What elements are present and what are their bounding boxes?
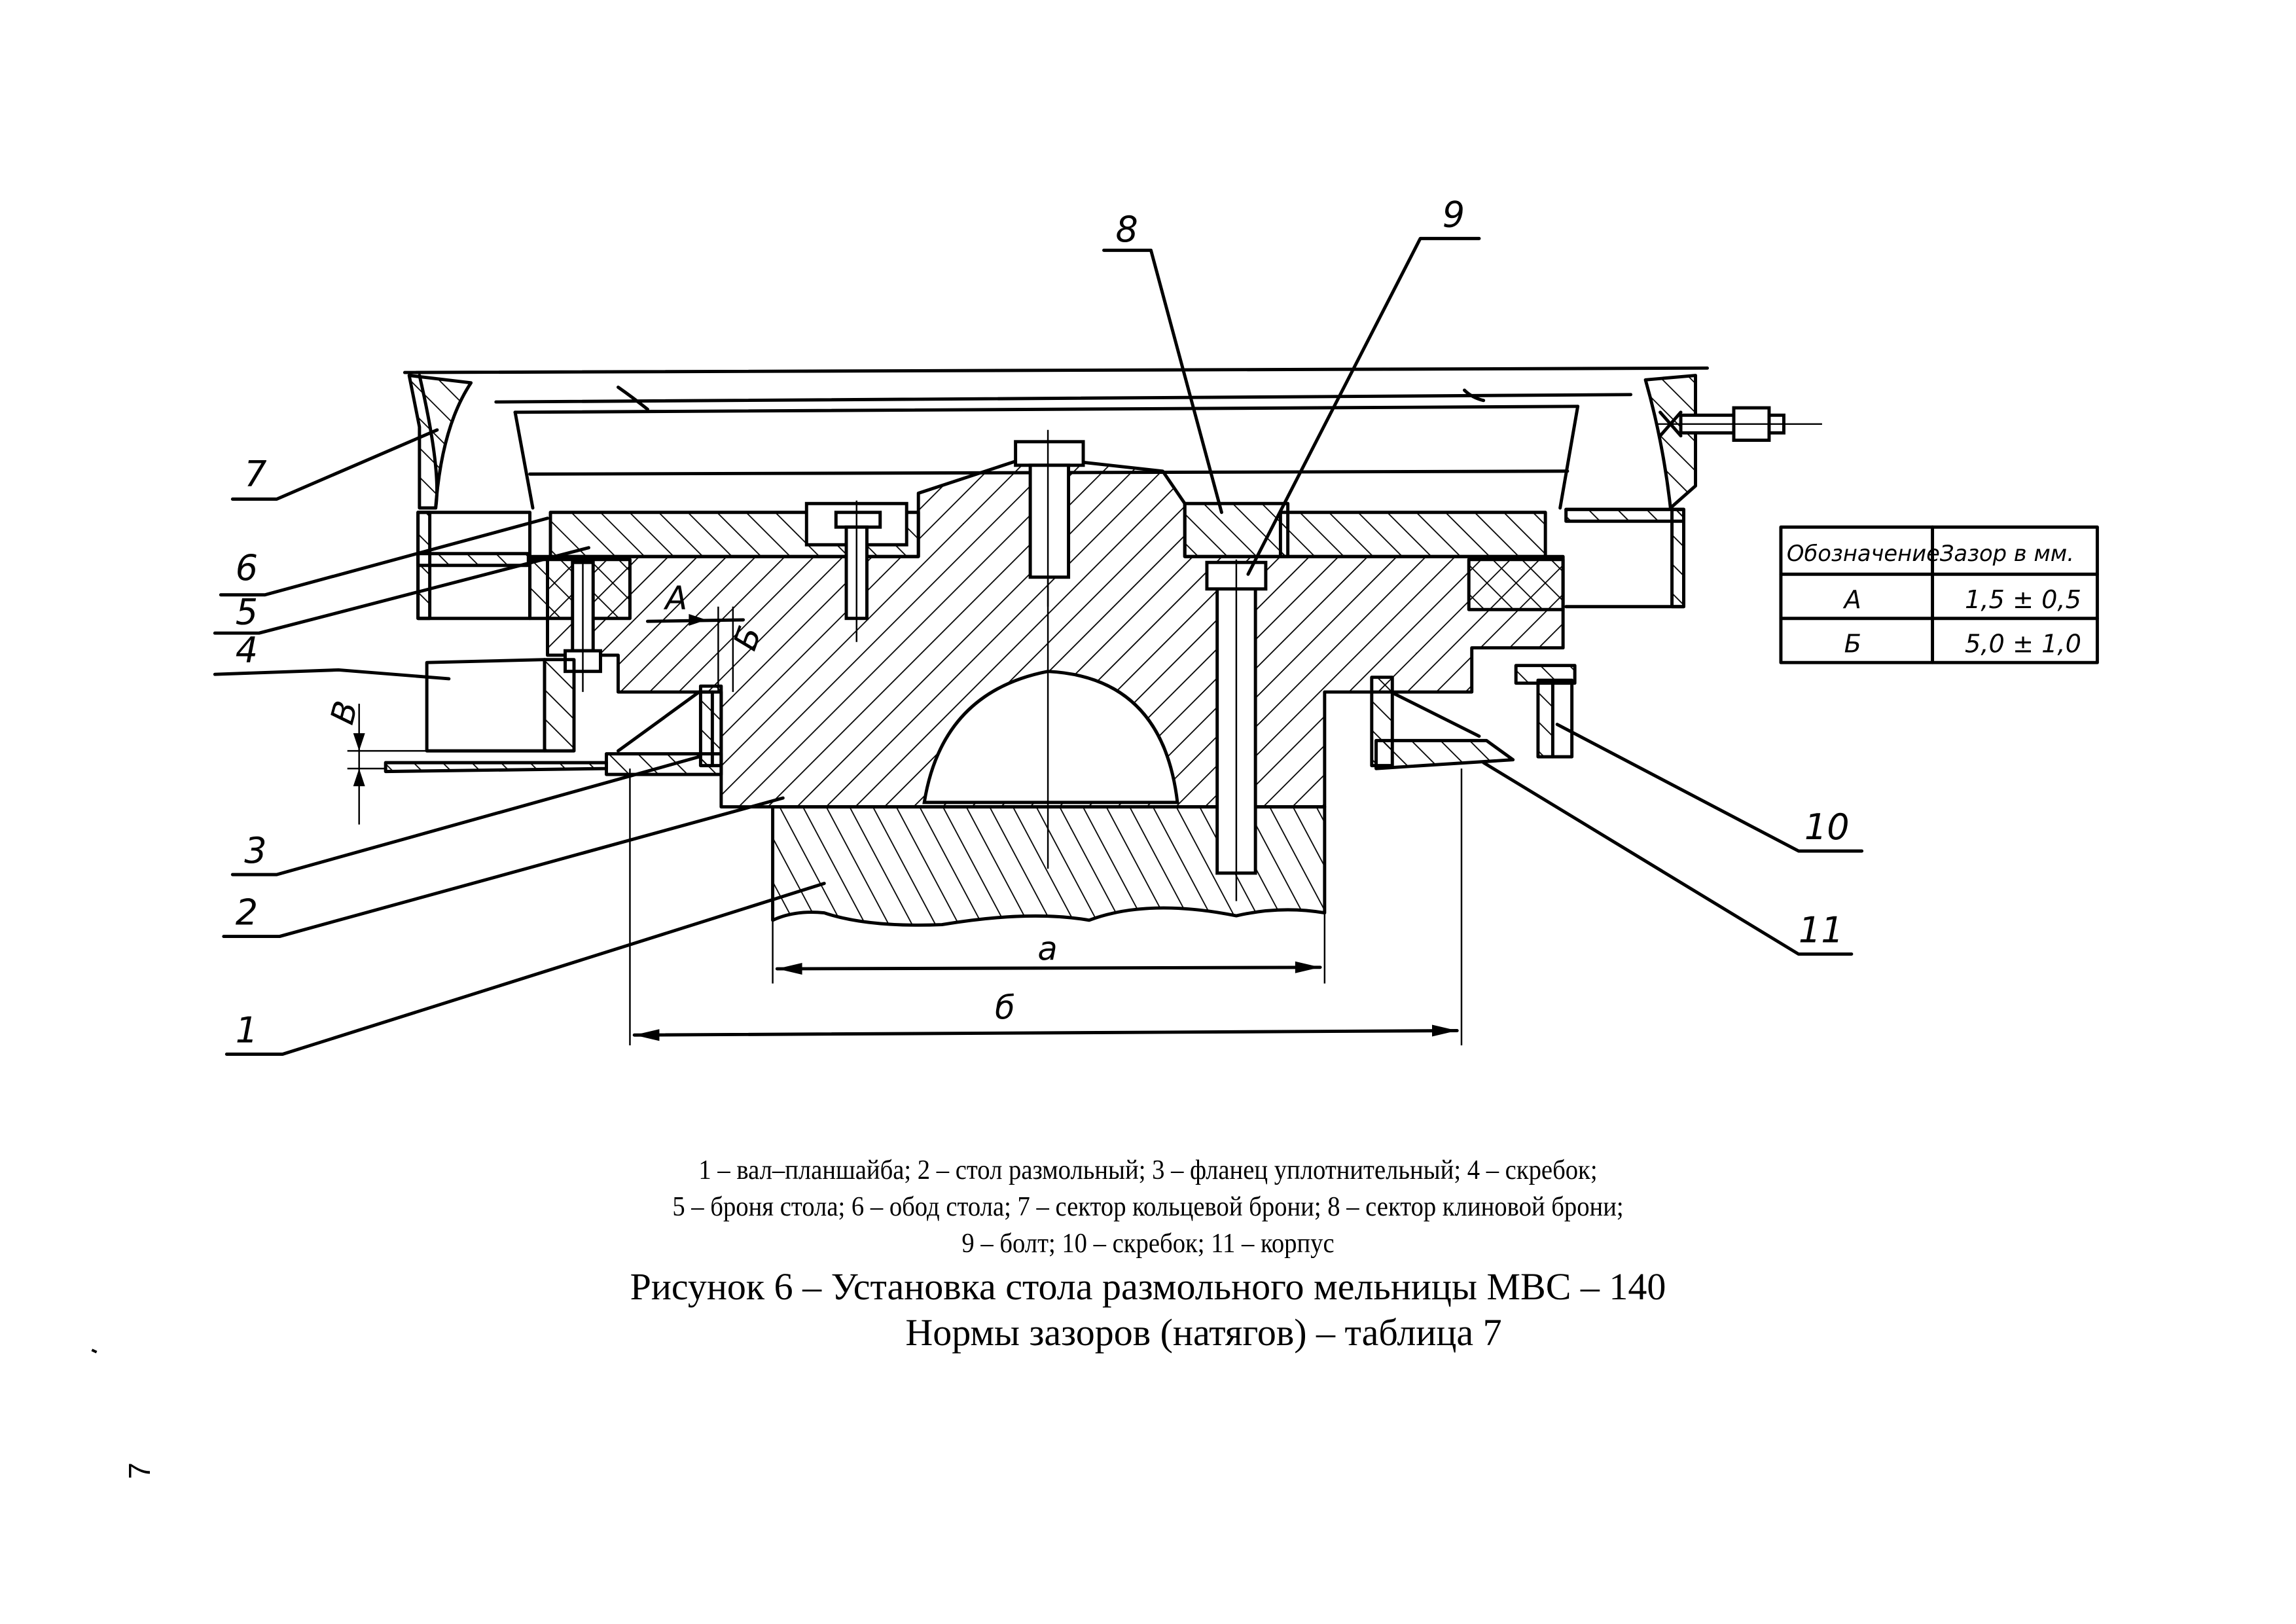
callout-3: 3 [230, 755, 701, 876]
callout-9: 9 [1246, 194, 1481, 576]
armor-bolt-left [564, 559, 602, 693]
callout-11: 11 [1482, 761, 1854, 956]
callout-6-label: 6 [236, 547, 258, 588]
dimension-a: а [772, 883, 1326, 984]
dimension-b: б [629, 768, 1463, 1046]
gap-table-row-designation: Б [1844, 630, 1861, 659]
callout-5: 5 [213, 546, 590, 635]
callout-10-label: 10 [1804, 806, 1850, 848]
dimension-b-label: б [995, 989, 1015, 1027]
gap-A-label: А [663, 579, 687, 617]
callout-4-label: 4 [236, 630, 258, 671]
callout-7: 7 [230, 428, 439, 501]
gap-table-row-gap: 1,5 ± 0,5 [1965, 586, 2081, 615]
sealing-flange [384, 676, 1515, 776]
dimension-gap-A: А Б [645, 579, 769, 693]
figure-title: Рисунок 6 – Установка стола размольного … [630, 1265, 1666, 1308]
centre-bolt [1014, 429, 1085, 607]
callout-11-label: 11 [1799, 910, 1844, 951]
callout-7-label: 7 [244, 453, 266, 494]
legend-line: 9 – болт; 10 – скребок; 11 – корпус [961, 1229, 1335, 1259]
figure-legend: 1 – вал–планшайба; 2 – стол размольный; … [0, 1152, 2296, 1262]
shaft-faceplate [771, 441, 1327, 927]
gap-table: Обозначение Зазор в мм. А 1,5 ± 0,5 Б 5,… [1779, 525, 2099, 664]
callout-3-label: 3 [244, 830, 266, 871]
callout-8: 8 [1102, 209, 1223, 514]
dimension-gap-V: В [323, 697, 427, 825]
dimension-a-label: а [1037, 930, 1057, 968]
callout-1: 1 [224, 882, 826, 1056]
page-number: 7 [122, 1462, 156, 1479]
figure-subtitle: Нормы зазоров (натягов) – таблица 7 [905, 1311, 1502, 1354]
gap-table-header-gap: Зазор в мм. [1940, 541, 2074, 566]
gap-table-row-designation: А [1842, 586, 1861, 615]
scraper-right [1514, 664, 1577, 759]
callout-2-label: 2 [236, 892, 258, 933]
armor-bolt-mid [804, 500, 908, 642]
callout-2: 2 [222, 796, 785, 939]
table-bolt [1205, 559, 1268, 901]
gap-table-header-designation: Обозначение [1787, 541, 1940, 566]
rim-adjusting-bolt [1655, 406, 1822, 442]
callout-1-label: 1 [236, 1010, 258, 1051]
gap-V-label: В [323, 697, 365, 729]
gap-table-row-gap: 5,0 ± 1,0 [1965, 630, 2081, 659]
legend-line: 1 – вал–планшайба; 2 – стол размольный; … [698, 1155, 1598, 1185]
callout-4: 4 [213, 630, 451, 681]
legend-line: 5 – броня стола; 6 – обод стола; 7 – сек… [672, 1192, 1624, 1222]
callout-10: 10 [1555, 723, 1864, 853]
callout-8-label: 8 [1116, 209, 1138, 250]
callout-6: 6 [219, 516, 549, 597]
scraper-left [425, 658, 576, 753]
callout-5-label: 5 [236, 592, 258, 633]
callout-9-label: 9 [1443, 194, 1465, 235]
